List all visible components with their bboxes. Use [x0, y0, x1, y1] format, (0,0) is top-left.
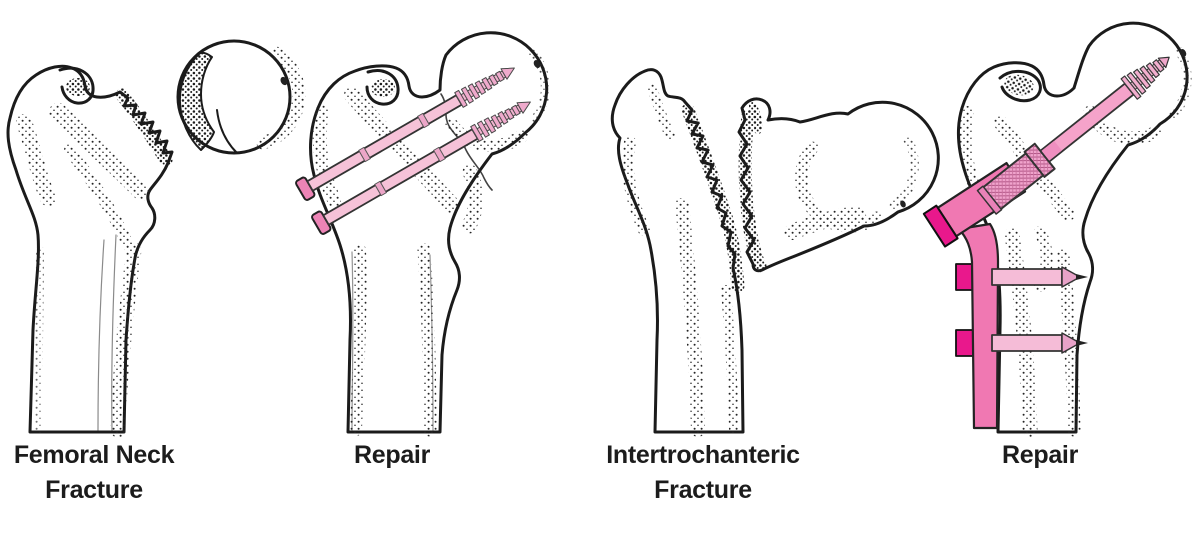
intertrochanteric-fracture-illustration	[610, 68, 940, 437]
side-plate	[957, 222, 1000, 430]
cortical-screw-1	[991, 266, 1088, 288]
label-line: Femoral Neck	[13, 441, 175, 469]
label-line: Repair	[1001, 441, 1078, 469]
trochanteric-fossa	[58, 66, 95, 105]
label-femoral-neck-fracture: Femoral Neck Fracture	[0, 438, 194, 508]
lag-screw-assembly	[976, 56, 1170, 215]
shaft-fragment	[610, 68, 745, 434]
label-intertrochanteric-repair: Repair	[940, 438, 1140, 473]
fovea-dot	[900, 200, 906, 208]
fovea-dot	[1179, 48, 1187, 58]
femur-shaft	[6, 64, 174, 434]
cortical-screw-2	[991, 332, 1088, 354]
intertrochanteric-repair-illustration	[922, 21, 1192, 438]
label-femoral-neck-repair: Repair	[292, 438, 492, 473]
fovea-dot	[533, 60, 541, 68]
cannulated-screw-1	[295, 67, 515, 201]
plate-end-cap	[922, 204, 959, 248]
cannulated-screw-2	[311, 101, 531, 235]
head-fracture-face	[178, 51, 215, 151]
label-line: Fracture	[654, 476, 752, 504]
label-intertrochanteric-fracture: Intertrochanteric Fracture	[597, 438, 809, 508]
femur-intact	[956, 21, 1189, 434]
fracture-surface-shading	[115, 88, 173, 167]
femoral-neck-repair-illustration	[295, 31, 550, 437]
label-line: Repair	[353, 441, 430, 469]
label-line: Intertrochanteric	[606, 441, 800, 469]
femoral-neck-fracture-illustration	[6, 39, 306, 438]
label-line: Fracture	[45, 476, 143, 504]
fovea-dot	[280, 76, 288, 86]
fracture-line	[440, 93, 493, 191]
